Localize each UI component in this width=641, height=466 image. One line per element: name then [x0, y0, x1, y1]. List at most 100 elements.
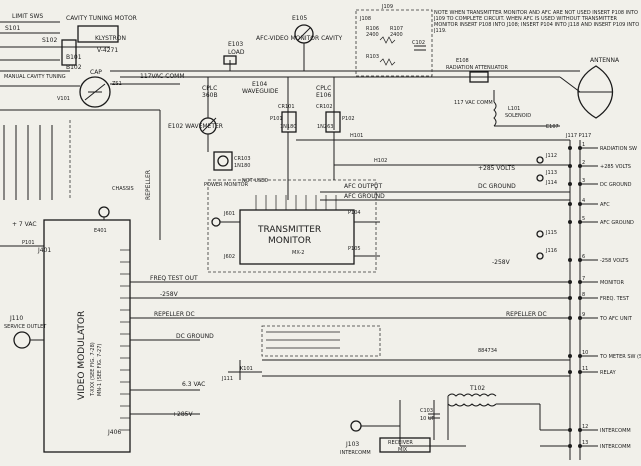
terminal-label: RELAY: [600, 370, 617, 376]
j601-label: J601: [223, 211, 235, 217]
dc-ground-2-label: DC GROUND: [176, 333, 214, 340]
mix-label: MIX: [398, 447, 408, 453]
monitor-title-1: TRANSMITTER: [257, 225, 321, 235]
cavity-tuning-motor: [77, 25, 119, 43]
v63-label: 6.3 VAC: [182, 381, 205, 388]
terminal-pin-number: 4: [582, 198, 585, 204]
e104-label: E104: [252, 81, 267, 88]
e108-label: E108: [456, 58, 469, 64]
p101b-label: P101: [22, 240, 35, 246]
j103-jack: [350, 420, 362, 432]
e103-label: E103: [228, 41, 243, 48]
s101-label: S101: [5, 25, 20, 32]
e107-label: E107: [546, 124, 559, 130]
not-used-label: NOT USED: [242, 178, 268, 184]
terminal-pin: [568, 370, 572, 374]
radiation-attenuator: [469, 71, 489, 83]
left-285-label: +285 VOLTS: [478, 165, 515, 172]
modulator-title: VIDEO MODULATOR: [77, 311, 87, 400]
modulator-subtitle-2: MN-1 (SEE FIG. 7-27): [97, 344, 103, 396]
j602-label: J602: [223, 254, 235, 260]
receiver-block: [379, 437, 431, 453]
terminal-pin: [568, 146, 572, 150]
connection-note: NOTE WHEN TRANSMITTER MONITOR AND AFC AR…: [434, 10, 639, 34]
cr102-detector: [325, 111, 341, 133]
terminal-pin: [578, 182, 582, 186]
j112-label: J112: [545, 153, 557, 159]
left-dc-ground-label: DC GROUND: [478, 183, 516, 190]
j401-label: J401: [37, 247, 51, 254]
v101-label: V101: [57, 96, 70, 102]
j113-jack: [536, 174, 544, 182]
service-outlet-label: SERVICE OUTLET: [4, 324, 47, 330]
radiation-attenuator-label: RADIATION ATTENUATOR: [446, 65, 508, 71]
cr103-element: [217, 155, 229, 167]
repeller-dc-2-label: REPELLER DC: [506, 311, 547, 318]
receiver-label: RECEIVER: [388, 440, 413, 446]
terminal-pin-number: 11: [582, 366, 588, 372]
terminal-pin: [568, 220, 572, 224]
terminal-pin: [578, 296, 582, 300]
cr101-type: 1N180: [280, 124, 296, 130]
c102-label: C102: [412, 40, 425, 46]
afc-monitor-cavity-label: AFC-VIDEO MONITOR CAVITY: [256, 35, 343, 42]
terminal-label: DC GROUND: [600, 182, 632, 188]
cplc-id-b: 360B: [202, 92, 218, 99]
monitor-input-jack: [211, 217, 221, 227]
b101-label: B101: [66, 54, 82, 61]
terminal-pin-number: 13: [582, 440, 588, 446]
p101-label: P101: [270, 116, 283, 122]
limit-sws-label: LIMIT SWS: [12, 13, 43, 20]
plus-285-label: +285V: [172, 411, 193, 418]
intercomm-label: INTERCOMM: [340, 450, 371, 456]
j114-label: J114: [545, 180, 557, 186]
terminal-pin: [578, 258, 582, 262]
e401-label: E401: [94, 228, 107, 234]
terminal-pin: [568, 164, 572, 168]
manual-tuning-label: MANUAL CAVITY TUNING: [4, 74, 66, 80]
terminal-pin: [578, 428, 582, 432]
vac117b-label: 117 VAC COMM: [454, 100, 493, 106]
j108-label: J108: [359, 16, 371, 22]
terminal-pin-number: 1: [582, 142, 585, 148]
h101-label: H101: [350, 133, 363, 139]
left-258-label: -258V: [492, 259, 511, 266]
terminal-row: 2 +285 VOLTS: [568, 160, 631, 170]
afc-ground-label: AFC GROUND: [344, 193, 385, 200]
terminal-label: FREQ. TEST: [600, 296, 630, 302]
terminal-pin: [578, 354, 582, 358]
relay-contacts: [261, 325, 381, 357]
terminal-label: INTERCOMM: [600, 428, 631, 434]
waveguide-label: WAVEGUIDE: [242, 88, 279, 95]
terminal-label: TO METER SW (SELECT) CIRCUIT: [599, 354, 641, 360]
h102-label: H102: [374, 158, 387, 164]
r107-value: 2400: [390, 32, 403, 38]
minus-258-label: -258V: [160, 291, 179, 298]
load-block: [223, 55, 237, 65]
b102-label: B102: [66, 64, 82, 71]
terminal-label: +285 VOLTS: [600, 164, 631, 170]
solenoid-label: SOLENOID: [505, 113, 531, 119]
p104-label: P104: [348, 210, 361, 216]
j112-jack: [536, 156, 544, 164]
j115-jack: [536, 230, 544, 238]
terminal-pin: [578, 280, 582, 284]
terminal-pin-number: 2: [582, 160, 585, 166]
r103-label: R103: [366, 54, 379, 60]
j111-label: J111: [221, 376, 233, 382]
monitor-title-2: MONITOR: [268, 236, 311, 246]
terminal-pin: [578, 444, 582, 448]
vac7-label: + 7 VAC: [12, 221, 37, 228]
terminal-pin: [578, 202, 582, 206]
repeller-dc-label: REPELLER DC: [154, 311, 195, 318]
terminal-row: 6-258 VOLTS: [568, 254, 629, 264]
